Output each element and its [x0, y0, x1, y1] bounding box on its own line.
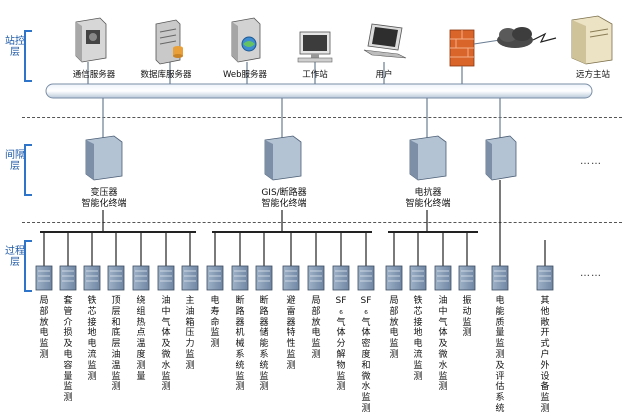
bracket-process	[24, 240, 32, 292]
more-process-ellipsis: ……	[580, 268, 602, 279]
station-node-label: 用户	[375, 70, 393, 80]
process-ied-icon	[491, 265, 509, 291]
bay-unit-reactor-icon	[409, 135, 447, 181]
station-node-label: 数据库服务器	[140, 70, 192, 80]
process-monitor-label: 避雷器特性监测	[286, 296, 296, 371]
bay-unit-transformer-icon	[85, 135, 123, 181]
bracket-bay	[24, 144, 32, 196]
process-ied-icon	[181, 232, 199, 291]
process-monitor-label: 其他敞开式户外设备监测	[540, 296, 550, 414]
process-ied-icon	[307, 232, 325, 291]
process-monitor-label: 主油箱压力监测	[185, 296, 195, 371]
lightning-link-icon	[532, 32, 557, 43]
layer-label-process: 过程层	[5, 246, 25, 268]
process-monitor-label: 振动监测	[462, 296, 472, 339]
process-ied-icon	[385, 232, 403, 291]
server-icon	[75, 17, 107, 63]
station-bus	[45, 83, 593, 99]
process-ied-icon	[332, 232, 350, 291]
bay-unit-gis-icon	[264, 135, 302, 181]
station-node-label: Web服务器	[222, 70, 268, 80]
divider-station-bay	[22, 117, 622, 118]
bracket-station	[24, 30, 32, 82]
process-monitor-label: 断路器机械系统监测	[235, 296, 245, 393]
workstation-icon	[297, 31, 333, 63]
process-monitor-label: 铁芯接地电流监测	[87, 296, 97, 382]
divider-bay-process	[22, 222, 622, 223]
process-ied-icon	[107, 232, 125, 291]
process-monitor-label: 电寿命监测	[210, 296, 220, 350]
process-monitor-label: 局部放电监测	[311, 296, 321, 360]
station-node-label: 通信服务器	[72, 70, 116, 80]
more-bay-ellipsis: ……	[580, 156, 602, 167]
process-monitor-label: 顶层和底层油温监测	[111, 296, 121, 393]
layer-label-bay: 间隔层	[5, 150, 25, 172]
bay-unit-label: 电抗器 智能化终端	[405, 188, 451, 209]
process-monitor-label: 套管介损及电容量监测	[63, 296, 73, 404]
process-monitor-label: 铁芯接地电流监测	[413, 296, 423, 382]
station-node-label: 工作站	[302, 70, 328, 80]
process-ied-icon	[59, 232, 77, 291]
process-monitor-label: 局部放电监测	[389, 296, 399, 360]
process-monitor-label: 电能质量监测及评估系统	[495, 296, 505, 414]
process-ied-icon	[255, 232, 273, 291]
process-ied-icon	[409, 232, 427, 291]
layer-label-station: 站控层	[5, 36, 25, 58]
web-server-icon	[231, 17, 261, 63]
process-ied-icon	[35, 232, 53, 291]
process-ied-icon	[132, 232, 150, 291]
process-ied-icon	[458, 232, 476, 291]
process-ied-icon	[282, 232, 300, 291]
process-ied-icon	[434, 232, 452, 291]
process-monitor-label: SF₆气体密度和微水监测	[360, 296, 372, 414]
process-monitor-label: 绕组热点温度测量	[136, 296, 146, 382]
process-monitor-label: 局部放电监测	[39, 296, 49, 360]
process-ied-icon	[83, 232, 101, 291]
station-node-label: 远方主站	[575, 70, 611, 80]
process-ied-icon	[206, 232, 224, 291]
process-ied-icon	[536, 265, 554, 291]
firewall-icon	[449, 29, 475, 67]
laptop-icon	[363, 23, 407, 59]
remote-server-icon	[571, 15, 613, 65]
process-monitor-label: 油中气体及微水监测	[161, 296, 171, 393]
process-ied-icon	[357, 232, 375, 291]
bay-unit-power-quality-icon	[485, 135, 517, 181]
process-monitor-label: SF₆气体分解物监测	[335, 296, 347, 393]
process-monitor-label: 断路器储能系统监测	[259, 296, 269, 393]
process-monitor-label: 油中气体及微水监测	[438, 296, 448, 393]
process-ied-icon	[231, 232, 249, 291]
cloud-icon	[497, 27, 533, 48]
bay-unit-label: GIS/断路器 智能化终端	[261, 188, 307, 209]
bay-unit-label: 变压器 智能化终端	[81, 188, 127, 209]
process-ied-icon	[157, 232, 175, 291]
database-server-icon	[155, 19, 183, 65]
